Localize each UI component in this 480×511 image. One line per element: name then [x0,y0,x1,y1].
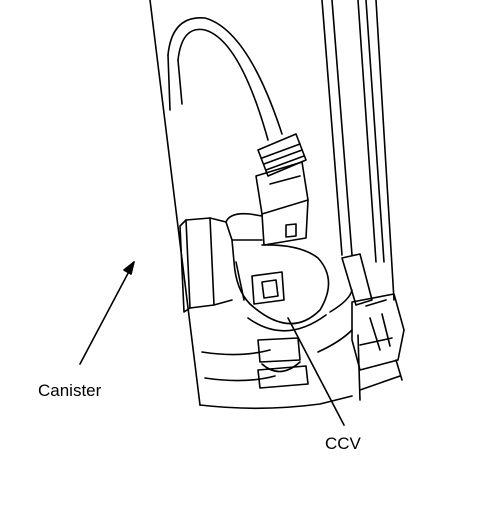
ccv-label: CCV [325,434,361,453]
ccv-leader-line [287,317,345,426]
canister-body [149,0,353,410]
rail-clip [341,253,405,371]
hose [167,17,283,141]
canister-leader-arrow [79,261,135,365]
connector [255,133,309,246]
valve-body [179,212,330,332]
canister-label: Canister [38,381,102,400]
mounting-rails [321,0,403,401]
valve-nozzle [257,337,309,389]
